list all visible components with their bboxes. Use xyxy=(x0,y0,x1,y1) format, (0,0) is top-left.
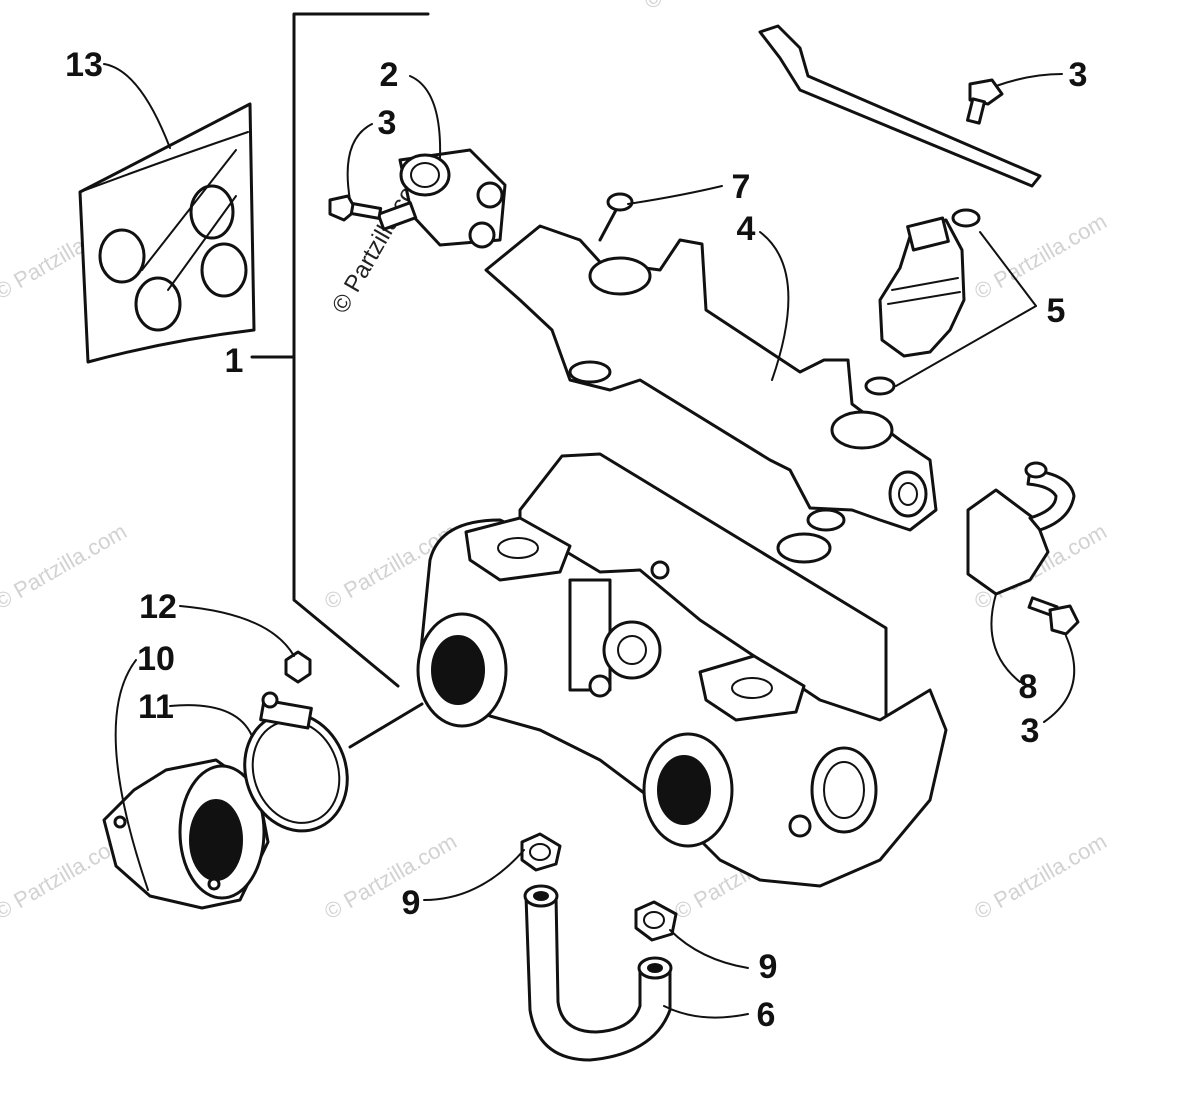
bolt xyxy=(1027,596,1080,636)
callout-12: 12 xyxy=(139,588,177,626)
gasket-kit-bag xyxy=(78,102,256,364)
fuel-injector xyxy=(878,216,966,358)
callout-6: 6 xyxy=(757,996,776,1034)
callout-1: 1 xyxy=(225,342,244,380)
callouts: 1 2 3 3 3 4 5 6 7 8 9 9 10 11 12 13 xyxy=(65,46,1087,1034)
bolt xyxy=(966,78,1004,125)
callout-8: 8 xyxy=(1019,668,1038,706)
fuel-rail xyxy=(484,224,938,532)
watermark-text: © Partzilla.com xyxy=(320,829,461,925)
intake-boot xyxy=(102,758,270,910)
callout-4: 4 xyxy=(737,210,756,248)
clamp-band xyxy=(243,691,349,833)
callout-7: 7 xyxy=(732,168,751,206)
group-bracket xyxy=(250,12,430,749)
watermark-text: © Partzilla.com xyxy=(970,209,1111,305)
callout-3: 3 xyxy=(378,104,397,142)
callout-9: 9 xyxy=(402,884,421,922)
watermark-text: © Partzilla.com xyxy=(970,829,1111,925)
hose xyxy=(523,884,673,1062)
callout-5: 5 xyxy=(1047,292,1066,330)
screw xyxy=(328,194,383,222)
callout-2: 2 xyxy=(380,56,399,94)
watermark-text: © Partzilla.com xyxy=(0,519,131,615)
hose-clamp xyxy=(634,900,678,942)
callout-11: 11 xyxy=(138,688,174,726)
throttle-body xyxy=(416,452,948,888)
leader-lines xyxy=(103,63,1076,1019)
callout-10: 10 xyxy=(137,640,175,678)
bracket-plate xyxy=(758,24,1042,188)
hose-clamp xyxy=(520,832,562,872)
pressure-regulator xyxy=(376,148,507,249)
screw xyxy=(598,192,634,242)
callout-9: 9 xyxy=(759,948,778,986)
callout-13: 13 xyxy=(65,46,103,84)
watermark-text: © Partzilla.com xyxy=(640,0,781,14)
nut xyxy=(284,650,312,684)
sensor xyxy=(966,461,1076,596)
callout-3: 3 xyxy=(1021,712,1040,750)
o-ring xyxy=(864,208,981,396)
callout-3: 3 xyxy=(1069,56,1088,94)
seal xyxy=(776,532,832,564)
